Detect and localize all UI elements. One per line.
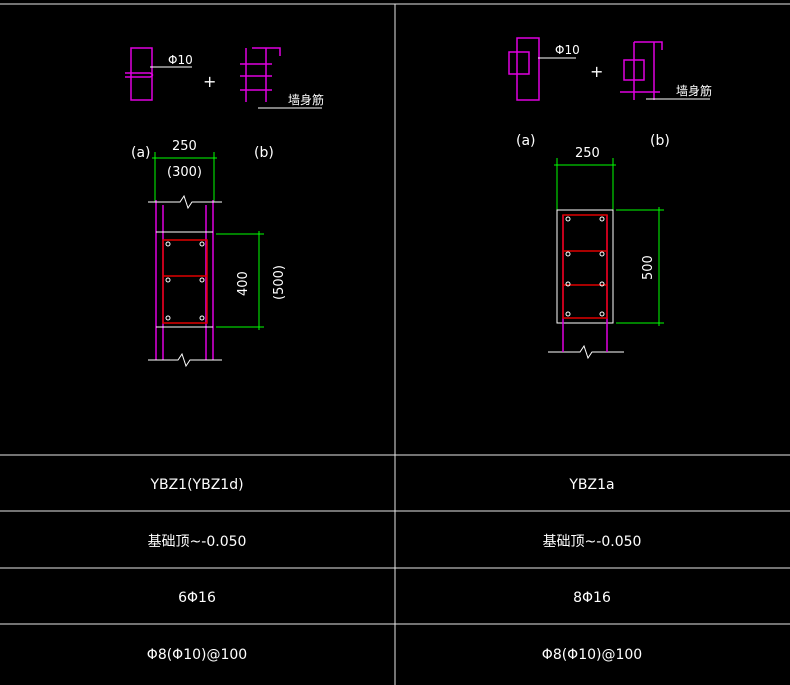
dim-width-300: (300) bbox=[167, 165, 202, 180]
cell-right-row-3: 8Φ16 bbox=[573, 590, 611, 606]
height-dimension bbox=[216, 231, 264, 330]
label-wall-rebar: 墙身筋 bbox=[288, 92, 324, 107]
rebar-dots-right bbox=[565, 216, 605, 317]
rebar-icon-a bbox=[125, 47, 154, 101]
cell-left-row-2: 基础顶~-0.050 bbox=[148, 533, 247, 550]
table-frame bbox=[0, 3, 790, 685]
dim-width-250-right: 250 bbox=[575, 146, 600, 161]
left-detail: Φ10 + 墙身筋 (a) (b) 250 (300) bbox=[125, 47, 324, 368]
cell-left-row-4: Φ8(Φ10)@100 bbox=[147, 647, 247, 663]
table-cells: YBZ1(YBZ1d) YBZ1a 基础顶~-0.050 基础顶~-0.050 … bbox=[147, 477, 642, 663]
label-phi10-right: Φ10 bbox=[555, 43, 580, 57]
dim-height-500-right: 500 bbox=[641, 255, 656, 280]
wall-boundary-lines bbox=[148, 194, 222, 368]
dim-width-250: 250 bbox=[172, 139, 197, 154]
cell-right-row-2: 基础顶~-0.050 bbox=[543, 533, 642, 550]
rebar-icon-b bbox=[240, 47, 281, 102]
label-wall-rebar-right: 墙身筋 bbox=[676, 83, 712, 98]
plus-sign-right: + bbox=[590, 62, 603, 81]
width-dimension-right bbox=[554, 158, 616, 210]
cell-right-row-1: YBZ1a bbox=[568, 477, 614, 493]
stirrups-right bbox=[562, 214, 608, 319]
rebar-icon-a-right bbox=[508, 37, 540, 101]
stirrups bbox=[162, 239, 208, 324]
cell-left-row-3: 6Φ16 bbox=[178, 590, 216, 606]
rebar-icon-b-right bbox=[620, 41, 663, 100]
column-section-right bbox=[548, 209, 624, 360]
cell-left-row-1: YBZ1(YBZ1d) bbox=[149, 477, 243, 493]
label-b: (b) bbox=[254, 145, 274, 161]
dim-height-500: (500) bbox=[272, 265, 287, 300]
right-detail: Φ10 + 墙身筋 (a) (b) 250 bbox=[508, 37, 712, 360]
rebar-dots bbox=[165, 241, 205, 321]
cell-right-row-4: Φ8(Φ10)@100 bbox=[542, 647, 642, 663]
label-a: (a) bbox=[131, 145, 151, 161]
plus-sign: + bbox=[203, 72, 216, 91]
height-dimension-right bbox=[616, 207, 664, 326]
label-phi10: Φ10 bbox=[168, 53, 193, 67]
label-b-right: (b) bbox=[650, 133, 670, 149]
width-dimension bbox=[152, 152, 217, 202]
label-a-right: (a) bbox=[516, 133, 536, 149]
dim-height-400: 400 bbox=[236, 271, 251, 296]
